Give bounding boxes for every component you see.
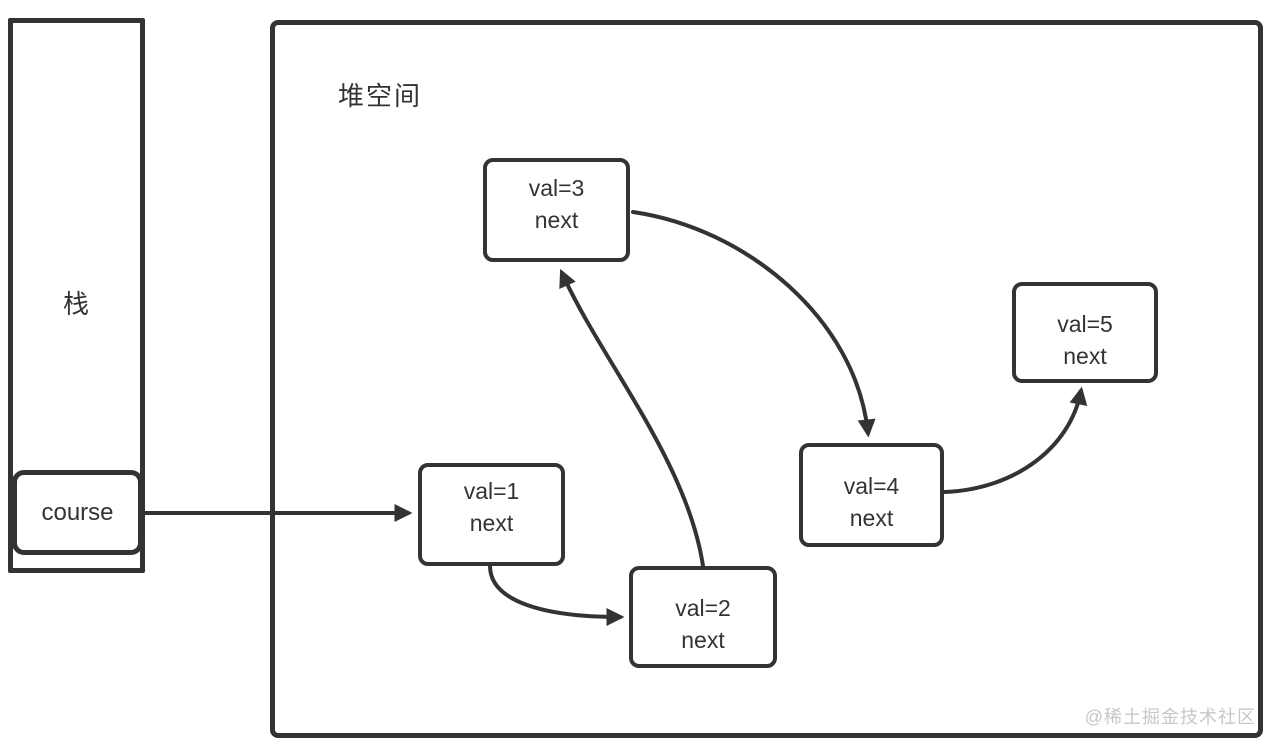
course-variable-box: course	[12, 470, 143, 555]
list-node-3: val=3 next	[483, 158, 630, 262]
list-node-4: val=4 next	[799, 443, 944, 547]
node-next-label: next	[849, 505, 894, 531]
node-val-label: val=1	[463, 478, 520, 504]
node-val-label: val=2	[675, 595, 731, 621]
stack-label: 栈	[62, 289, 90, 319]
node-next-label: next	[681, 627, 725, 653]
node-next-label: next	[469, 510, 514, 536]
list-node-2: val=2 next	[629, 566, 777, 668]
node-next-label: next	[1063, 343, 1107, 369]
list-node-1: val=1 next	[418, 463, 565, 566]
heap-label: 堆空间	[338, 81, 423, 111]
course-variable-label: course	[41, 498, 114, 526]
node-val-label: val=4	[843, 473, 900, 499]
node-next-label: next	[534, 207, 579, 233]
list-node-5: val=5 next	[1012, 282, 1158, 383]
watermark: @稀土掘金技术社区	[1084, 707, 1256, 727]
node-val-label: val=5	[1057, 311, 1113, 337]
node-val-label: val=3	[528, 175, 585, 201]
